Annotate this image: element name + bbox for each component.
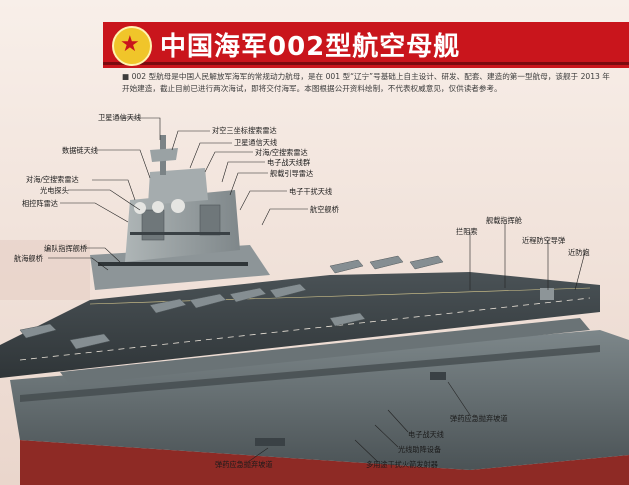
label-satcom-mid: 卫星通信天线 — [234, 138, 278, 147]
satcom-dome — [171, 199, 185, 213]
deck-centerline — [19, 297, 591, 361]
label-ciws-missile: 近程防空导弹 — [522, 236, 566, 245]
hull-opening — [255, 438, 285, 446]
hull-bottom — [20, 440, 629, 485]
label-sea-air-radar-right: 对海/空搜索雷达 — [255, 148, 308, 157]
sponson — [60, 318, 590, 385]
label-sea-air-radar-left: 对海/空搜索雷达 — [26, 175, 79, 184]
island-upper — [148, 168, 208, 205]
label-ammo-ramp-left: 弹药应急抛弃坡道 — [215, 460, 273, 469]
label-ammo-ramp-right: 弹药应急抛弃坡道 — [450, 414, 508, 423]
satcom-dome — [152, 201, 164, 213]
mast-platform — [150, 148, 178, 162]
hull-strip — [20, 345, 600, 402]
label-decoy-launcher: 多用途干扰火箭发射器 — [366, 460, 438, 469]
radar-panel — [141, 209, 165, 241]
label-aesa-radar: 相控阵雷达 — [22, 199, 58, 208]
radar-panel — [199, 204, 221, 236]
hull-side — [10, 330, 629, 470]
hull-opening — [430, 372, 446, 380]
label-ciws-gun: 近防炮 — [568, 248, 590, 257]
title-banner — [103, 22, 629, 68]
label-satcom-top: 卫星通信天线 — [98, 113, 142, 122]
navy-emblem: ★ — [112, 26, 152, 66]
star-icon: ★ — [120, 32, 140, 57]
banner-stripe — [103, 62, 629, 65]
label-guidance-radar: 舰载引导雷达 — [270, 169, 314, 178]
label-aviation-bridge: 航空舰桥 — [310, 205, 339, 214]
intro-text: ■ 002 型航母是中国人民解放军海军的常规动力航母，是在 001 型“辽宁”号… — [122, 72, 610, 93]
label-flag-bridge: 编队指挥舰桥 — [44, 244, 88, 253]
label-eo-sensor: 光电探头 — [40, 186, 69, 195]
page-title: 中国海军002型航空母舰 — [160, 32, 461, 62]
label-datalink: 数据链天线 — [62, 146, 98, 155]
label-arresting-wire: 拦阻索 — [456, 227, 478, 236]
flight-deck — [0, 272, 600, 378]
bridge-windows — [130, 232, 230, 235]
label-3d-air-radar: 对空三坐标搜索雷达 — [212, 126, 277, 135]
bridge-windows — [98, 262, 248, 266]
leader-lines — [48, 117, 586, 463]
watermark-block — [0, 240, 90, 300]
bow-radar — [540, 288, 554, 300]
satcom-dome — [134, 202, 146, 214]
label-ecm-antenna: 电子干扰天线 — [289, 187, 333, 196]
parked-aircraft — [19, 255, 444, 350]
label-optical-landing: 光线助降设备 — [398, 445, 442, 454]
label-command-cabin: 舰载指挥舱 — [486, 216, 522, 225]
label-ew-antenna: 电子战天线 — [408, 430, 444, 439]
label-nav-bridge: 航海舰桥 — [14, 254, 43, 263]
label-ew-antenna-group: 电子战天线群 — [267, 158, 311, 167]
